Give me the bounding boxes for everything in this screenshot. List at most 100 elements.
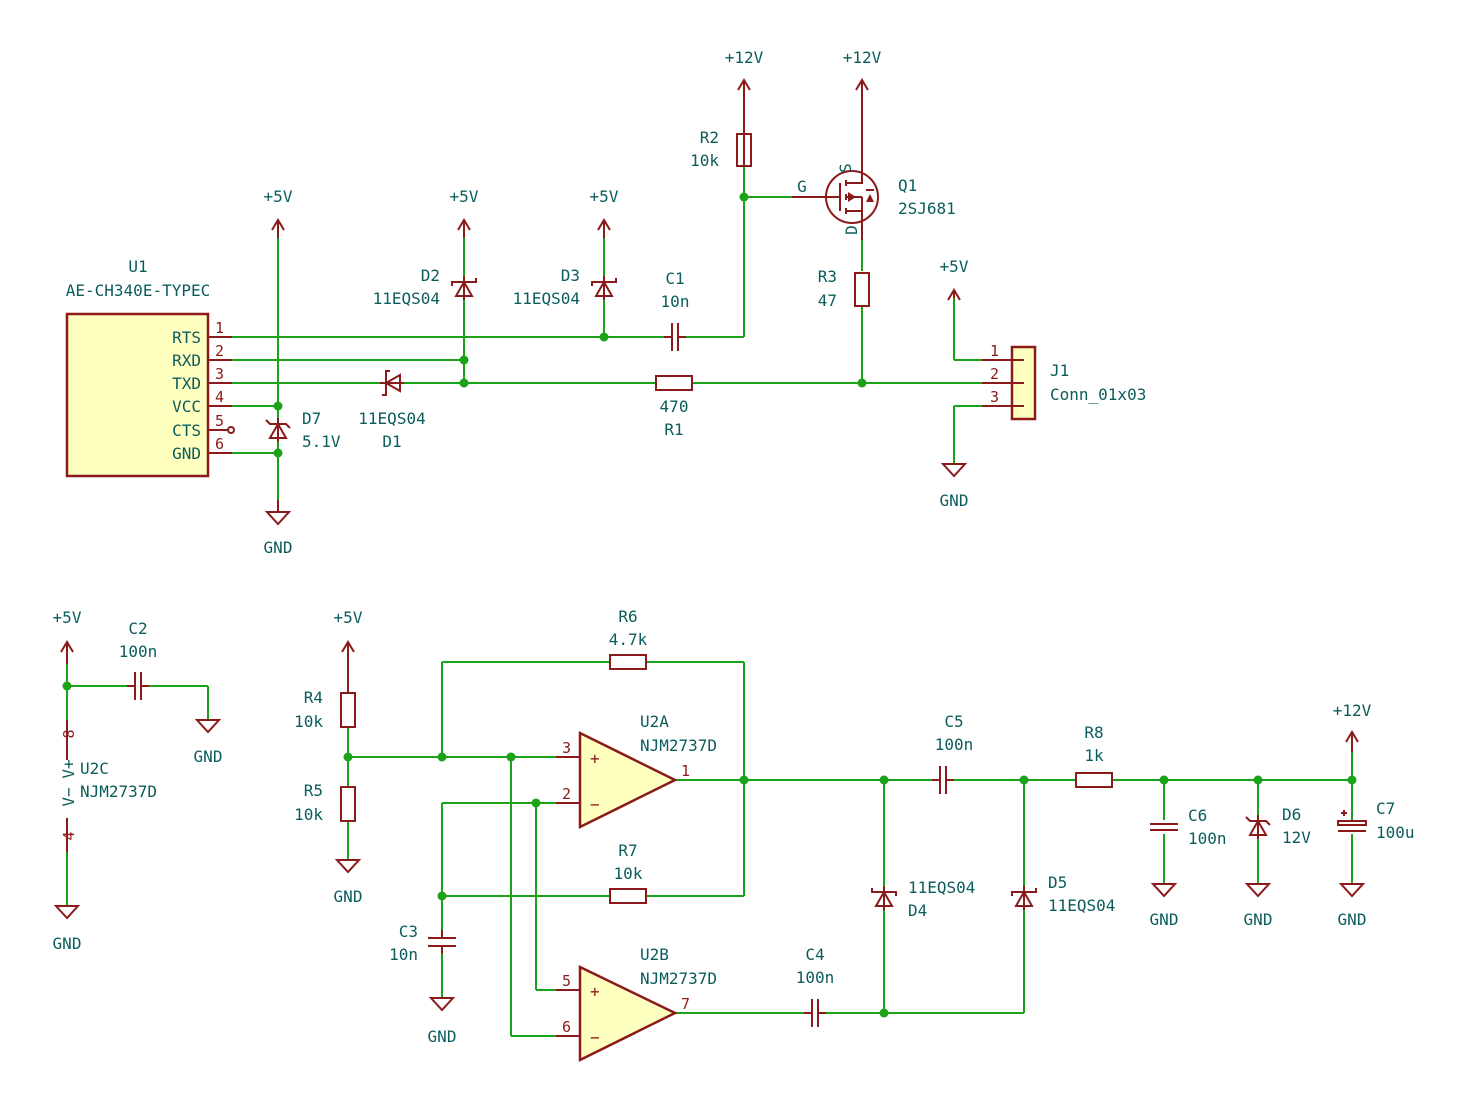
c6-ref: C6 bbox=[1188, 806, 1207, 825]
c7-ref: C7 bbox=[1376, 799, 1395, 818]
junctions bbox=[62, 192, 1357, 1018]
c4-value: 100n bbox=[796, 968, 835, 987]
c1-ref: C1 bbox=[665, 269, 684, 288]
u2c-pin-4: 4 bbox=[60, 831, 78, 840]
q1-pin-s: S bbox=[836, 163, 855, 173]
d3-value: 11EQS04 bbox=[513, 289, 580, 308]
r4-resistor: R4 10k bbox=[294, 688, 356, 731]
j1-pin-number: 3 bbox=[990, 388, 999, 406]
power-12v-output: +12V bbox=[1333, 701, 1372, 752]
u2b-plus-sign: + bbox=[590, 982, 600, 1001]
c2-capacitor: C2 100n bbox=[119, 619, 158, 700]
u2b-pin-5: 5 bbox=[562, 972, 571, 990]
gnd-j1: GND bbox=[940, 463, 968, 510]
power-12v-q1: +12V bbox=[843, 48, 882, 154]
wires bbox=[66, 166, 1353, 1037]
power-label: +5V bbox=[334, 608, 363, 627]
u1-pin-number: 3 bbox=[215, 365, 224, 383]
q1-ref: Q1 bbox=[898, 176, 917, 195]
gnd-label: GND bbox=[334, 887, 363, 906]
d7-zener-diode: D7 5.1V bbox=[265, 409, 341, 451]
c1-value: 10n bbox=[661, 292, 690, 311]
r2-resistor: R2 10k bbox=[690, 128, 752, 170]
j1-connector: 1 2 3 J1 Conn_01x03 bbox=[982, 342, 1146, 421]
r1-resistor: 470 R1 bbox=[655, 375, 693, 439]
d1-value: 11EQS04 bbox=[358, 409, 425, 428]
gnd-u1: GND bbox=[264, 500, 292, 557]
r6-resistor: R6 4.7k bbox=[609, 607, 648, 670]
r8-ref: R8 bbox=[1084, 723, 1103, 742]
u2a-pin-2: 2 bbox=[562, 785, 571, 803]
q1-pmos-transistor: G S D Q1 2SJ681 bbox=[792, 154, 956, 240]
j1-pin-number: 1 bbox=[990, 342, 999, 360]
r7-value: 10k bbox=[614, 864, 643, 883]
u1-pin-number: 4 bbox=[215, 388, 224, 406]
c2-value: 100n bbox=[119, 642, 158, 661]
u1-pin-name: RXD bbox=[172, 351, 201, 370]
u2b-minus-sign: − bbox=[590, 1028, 600, 1047]
c2-ref: C2 bbox=[128, 619, 147, 638]
power-5v-d3: +5V bbox=[590, 187, 619, 238]
gnd-label: GND bbox=[1338, 910, 1367, 929]
r3-ref: R3 bbox=[818, 267, 837, 286]
d2-ref: D2 bbox=[421, 266, 440, 285]
u2c-pin-8: 8 bbox=[60, 729, 78, 738]
u2a-pin-3: 3 bbox=[562, 739, 571, 757]
u2a-pin-1: 1 bbox=[681, 762, 690, 780]
gnd-label: GND bbox=[1150, 910, 1179, 929]
gnd-c7: GND bbox=[1338, 883, 1367, 929]
gnd-c2: GND bbox=[194, 719, 222, 766]
u1-pin-name: CTS bbox=[172, 421, 201, 440]
u2b-value: NJM2737D bbox=[640, 969, 717, 988]
u1-ch340e-module: U1 AE-CH340E-TYPEC RTS RXD TXD VCC CTS G… bbox=[65, 257, 235, 478]
q1-pin-d: D bbox=[842, 225, 861, 235]
power-5v-u1: +5V bbox=[264, 187, 293, 238]
r5-value: 10k bbox=[294, 805, 323, 824]
d2-schottky-diode: D2 11EQS04 bbox=[373, 266, 477, 308]
gnd-c6: GND bbox=[1150, 883, 1179, 929]
u1-pin-number: 5 bbox=[215, 412, 224, 430]
c5-value: 100n bbox=[935, 735, 974, 754]
d3-schottky-diode: D3 11EQS04 bbox=[513, 266, 617, 308]
u2c-vminus-label: V− bbox=[59, 787, 78, 806]
c1-capacitor: C1 10n bbox=[661, 269, 690, 351]
d3-ref: D3 bbox=[561, 266, 580, 285]
u2c-vplus-label: V+ bbox=[59, 759, 78, 778]
u1-pin-name: RTS bbox=[172, 328, 201, 347]
d7-ref: D7 bbox=[302, 409, 321, 428]
d5-value: 11EQS04 bbox=[1048, 896, 1115, 915]
u1-pin-number: 1 bbox=[215, 319, 224, 337]
u2b-opamp: + − 5 6 7 U2B NJM2737D bbox=[556, 945, 717, 1063]
c3-capacitor: C3 10n bbox=[389, 922, 456, 964]
d1-ref: D1 bbox=[382, 432, 401, 451]
d7-value: 5.1V bbox=[302, 432, 341, 451]
r5-ref: R5 bbox=[304, 781, 323, 800]
d6-ref: D6 bbox=[1282, 805, 1301, 824]
power-label: +5V bbox=[590, 187, 619, 206]
r4-ref: R4 bbox=[304, 688, 323, 707]
q1-pin-g: G bbox=[797, 177, 807, 196]
c4-capacitor: C4 100n bbox=[796, 945, 835, 1027]
power-5v-d2: +5V bbox=[450, 187, 479, 238]
u2c-opamp-power-unit: 8 4 V+ V− U2C NJM2737D bbox=[59, 720, 157, 852]
power-label: +5V bbox=[940, 257, 969, 276]
r8-value: 1k bbox=[1084, 746, 1104, 765]
d2-value: 11EQS04 bbox=[373, 289, 440, 308]
u1-pin-name: GND bbox=[172, 444, 201, 463]
r7-resistor: R7 10k bbox=[609, 841, 647, 904]
c6-value: 100n bbox=[1188, 829, 1227, 848]
gnd-u2c: GND bbox=[53, 905, 81, 953]
q1-value: 2SJ681 bbox=[898, 199, 956, 218]
u2a-value: NJM2737D bbox=[640, 736, 717, 755]
d6-value: 12V bbox=[1282, 828, 1311, 847]
u2b-pin-6: 6 bbox=[562, 1018, 571, 1036]
c7-value: 100u bbox=[1376, 823, 1415, 842]
c4-ref: C4 bbox=[805, 945, 824, 964]
r7-ref: R7 bbox=[618, 841, 637, 860]
u2a-plus-sign: + bbox=[590, 749, 600, 768]
u2a-ref: U2A bbox=[640, 712, 669, 731]
r3-resistor: R3 47 bbox=[818, 267, 870, 310]
u1-ref: U1 bbox=[128, 257, 147, 276]
c6-capacitor: C6 100n bbox=[1150, 806, 1227, 848]
